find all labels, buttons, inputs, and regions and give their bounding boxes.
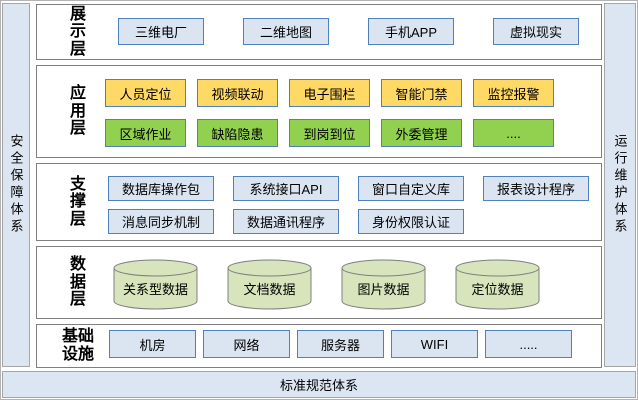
database-cylinder-icon	[341, 259, 426, 310]
support-layer-label: 支 撑 层	[69, 175, 86, 228]
node-virtual-reality: 虚拟现实	[493, 18, 579, 45]
image-data-label: 图片数据	[357, 282, 410, 297]
presentation-layer-label: 展 示 层	[69, 5, 86, 58]
node-electronic-fence: 电子围栏	[289, 79, 370, 107]
band-application-layer: 应 用 层 人员定位 视频联动 电子围栏 智能门禁 监控报警 区域作业 缺陷隐患…	[36, 65, 602, 158]
image-data-cylinder: 图片数据	[341, 259, 426, 310]
band-presentation-layer: 展 示 层 三维电厂 二维地图 手机APP 虚拟现实	[36, 4, 602, 60]
node-report-design-program: 报表设计程序	[483, 176, 589, 201]
database-cylinder-icon	[113, 259, 198, 310]
node-outsourcing-management: 外委管理	[381, 119, 462, 147]
support-layer-row1: 数据库操作包 系统接口API 窗口自定义库 报表设计程序	[108, 176, 589, 201]
document-data-cylinder: 文档数据	[227, 259, 312, 310]
node-window-custom-library: 窗口自定义库	[358, 176, 464, 201]
infrastructure-layer-row: 机房 网络 服务器 WIFI .....	[109, 330, 572, 358]
positioning-data-label: 定位数据	[471, 282, 524, 297]
node-personnel-positioning: 人员定位	[105, 79, 186, 107]
standard-specification-bar: 标准规范体系	[2, 371, 636, 398]
presentation-layer-row: 三维电厂 二维地图 手机APP 虚拟现实	[118, 18, 579, 45]
application-layer-row2: 区域作业 缺陷隐患 到岗到位 外委管理 ....	[105, 119, 554, 147]
data-layer-label: 数 据 层	[69, 256, 86, 309]
band-support-layer: 支 撑 层 数据库操作包 系统接口API 窗口自定义库 报表设计程序 消息同步机…	[36, 163, 602, 241]
node-defect-hazard: 缺陷隐患	[197, 119, 278, 147]
node-machine-room: 机房	[109, 330, 196, 358]
application-layer-label: 应 用 层	[69, 85, 86, 138]
standard-specification-label: 标准规范体系	[279, 378, 358, 393]
node-mobile-app: 手机APP	[368, 18, 454, 45]
database-cylinder-icon	[227, 259, 312, 310]
node-wifi: WIFI	[391, 330, 478, 358]
node-server: 服务器	[297, 330, 384, 358]
node-area-operation: 区域作业	[105, 119, 186, 147]
relational-data-cylinder: 关系型数据	[113, 259, 198, 310]
operation-maintenance-bar: 运行维护体系	[604, 3, 636, 367]
application-layer-row1: 人员定位 视频联动 电子围栏 智能门禁 监控报警	[105, 79, 554, 107]
band-infrastructure-layer: 基础 设施 机房 网络 服务器 WIFI .....	[36, 324, 602, 368]
relational-data-label: 关系型数据	[122, 282, 188, 297]
document-data-label: 文档数据	[243, 282, 296, 297]
node-smart-access-control: 智能门禁	[381, 79, 462, 107]
node-more-infrastructure: .....	[485, 330, 572, 358]
node-data-comm-program: 数据通讯程序	[233, 209, 339, 234]
node-message-sync-mechanism: 消息同步机制	[108, 209, 214, 234]
node-identity-authentication: 身份权限认证	[358, 209, 464, 234]
support-layer-row2: 消息同步机制 数据通讯程序 身份权限认证	[108, 209, 464, 234]
node-video-linkage: 视频联动	[197, 79, 278, 107]
data-layer-row: 关系型数据 文档数据 图片数据	[113, 259, 540, 310]
node-network: 网络	[203, 330, 290, 358]
database-cylinder-icon	[455, 259, 540, 310]
node-3d-plant: 三维电厂	[118, 18, 204, 45]
node-monitoring-alarm: 监控报警	[473, 79, 554, 107]
positioning-data-cylinder: 定位数据	[455, 259, 540, 310]
node-more-applications: ....	[473, 119, 554, 147]
node-database-operation-pack: 数据库操作包	[108, 176, 214, 201]
band-data-layer: 数 据 层 关系型数据 文档数据	[36, 246, 602, 319]
node-system-api: 系统接口API	[233, 176, 339, 201]
security-assurance-label: 安全保障体系	[8, 134, 24, 236]
node-2d-map: 二维地图	[243, 18, 329, 45]
node-on-duty-in-place: 到岗到位	[289, 119, 370, 147]
operation-maintenance-label: 运行维护体系	[612, 134, 628, 236]
infrastructure-layer-label: 基础 设施	[61, 328, 94, 363]
security-assurance-bar: 安全保障体系	[2, 3, 30, 367]
